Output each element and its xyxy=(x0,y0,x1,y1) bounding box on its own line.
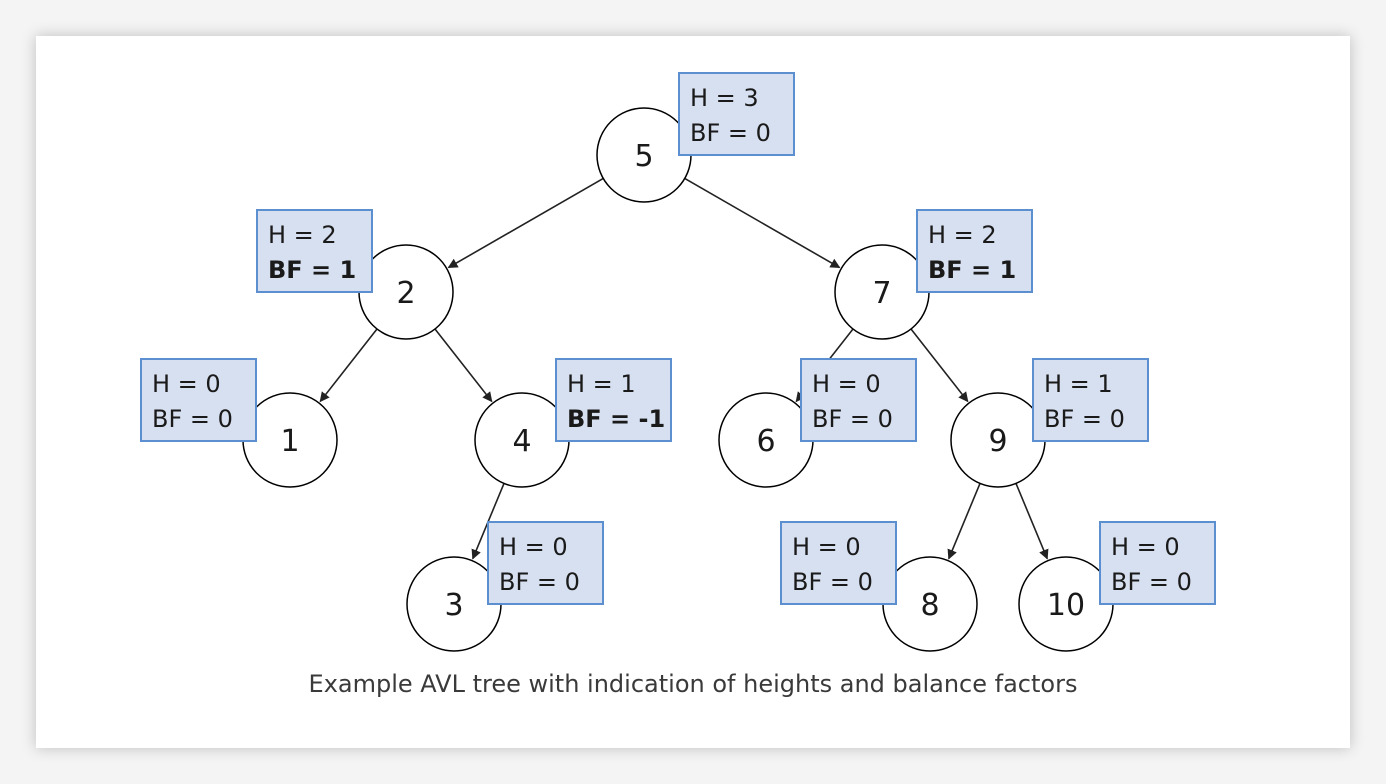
height-text: H = 1 xyxy=(1044,370,1113,398)
tree-node-8: 8 xyxy=(882,556,978,652)
node-label: 10 xyxy=(1047,588,1085,623)
info-box-background xyxy=(1099,521,1216,605)
balance-factor-text: BF = 0 xyxy=(690,119,771,147)
balance-factor-text: BF = 1 xyxy=(268,256,356,284)
height-text: H = 1 xyxy=(567,370,636,398)
edge-n9-n10 xyxy=(1015,483,1049,560)
tree-node-6: 6 xyxy=(718,392,814,488)
nodes-layer: 5 2 7 1 4 6 9 3 8 10 xyxy=(242,107,1114,652)
info-boxes-layer: H = 3 BF = 0 H = 2 BF = 1 H = 2 BF = 1 H = 0 BF… xyxy=(140,72,1216,605)
height-text: H = 0 xyxy=(812,370,881,398)
info-box-background xyxy=(780,521,897,605)
tree-node-5: 5 xyxy=(596,107,692,203)
node-label: 9 xyxy=(988,424,1007,459)
balance-factor-text: BF = 0 xyxy=(499,568,580,596)
node-label: 1 xyxy=(280,424,299,459)
info-box-5: H = 3 BF = 0 xyxy=(678,72,795,156)
tree-node-10: 10 xyxy=(1018,556,1114,652)
tree-node-3: 3 xyxy=(406,556,502,652)
node-label: 7 xyxy=(872,276,891,311)
info-box-4: H = 1 BF = -1 xyxy=(555,358,672,442)
info-box-background xyxy=(256,209,373,293)
height-text: H = 0 xyxy=(152,370,221,398)
height-text: H = 0 xyxy=(792,533,861,561)
edge-n2-n4 xyxy=(434,328,493,403)
edge-n5-n7 xyxy=(684,177,841,269)
tree-node-2: 2 xyxy=(358,244,454,340)
tree-node-7: 7 xyxy=(834,244,930,340)
node-label: 3 xyxy=(444,588,463,623)
info-box-7: H = 2 BF = 1 xyxy=(916,209,1033,293)
node-label: 8 xyxy=(920,588,939,623)
info-box-6: H = 0 BF = 0 xyxy=(800,358,917,442)
balance-factor-text: BF = 0 xyxy=(812,405,893,433)
height-text: H = 0 xyxy=(1111,533,1180,561)
info-box-background xyxy=(800,358,917,442)
info-box-background xyxy=(1032,358,1149,442)
balance-factor-text: BF = 0 xyxy=(152,405,233,433)
tree-node-4: 4 xyxy=(474,392,570,488)
info-box-3: H = 0 BF = 0 xyxy=(487,521,604,605)
info-box-8: H = 0 BF = 0 xyxy=(780,521,897,605)
height-text: H = 2 xyxy=(268,221,337,249)
height-text: H = 3 xyxy=(690,84,759,112)
node-label: 6 xyxy=(756,424,775,459)
balance-factor-text: BF = 1 xyxy=(928,256,1016,284)
edge-n9-n8 xyxy=(947,483,981,560)
tree-node-1: 1 xyxy=(242,392,338,488)
height-text: H = 0 xyxy=(499,533,568,561)
info-box-background xyxy=(916,209,1033,293)
info-box-background xyxy=(140,358,257,442)
edge-n7-n9 xyxy=(910,328,969,403)
info-box-9: H = 1 BF = 0 xyxy=(1032,358,1149,442)
info-box-10: H = 0 BF = 0 xyxy=(1099,521,1216,605)
node-label: 4 xyxy=(512,424,531,459)
tree-node-9: 9 xyxy=(950,392,1046,488)
balance-factor-text: BF = 0 xyxy=(1111,568,1192,596)
edge-n2-n1 xyxy=(319,328,378,403)
info-box-1: H = 0 BF = 0 xyxy=(140,358,257,442)
edge-n5-n2 xyxy=(447,177,604,269)
balance-factor-text: BF = 0 xyxy=(1044,405,1125,433)
figure-caption: Example AVL tree with indication of heig… xyxy=(308,670,1078,698)
info-box-background xyxy=(487,521,604,605)
node-label: 5 xyxy=(634,139,653,174)
balance-factor-text: BF = -1 xyxy=(567,405,665,433)
node-label: 2 xyxy=(396,276,415,311)
balance-factor-text: BF = 0 xyxy=(792,568,873,596)
info-box-2: H = 2 BF = 1 xyxy=(256,209,373,293)
info-box-background xyxy=(678,72,795,156)
height-text: H = 2 xyxy=(928,221,997,249)
info-box-background xyxy=(555,358,672,442)
